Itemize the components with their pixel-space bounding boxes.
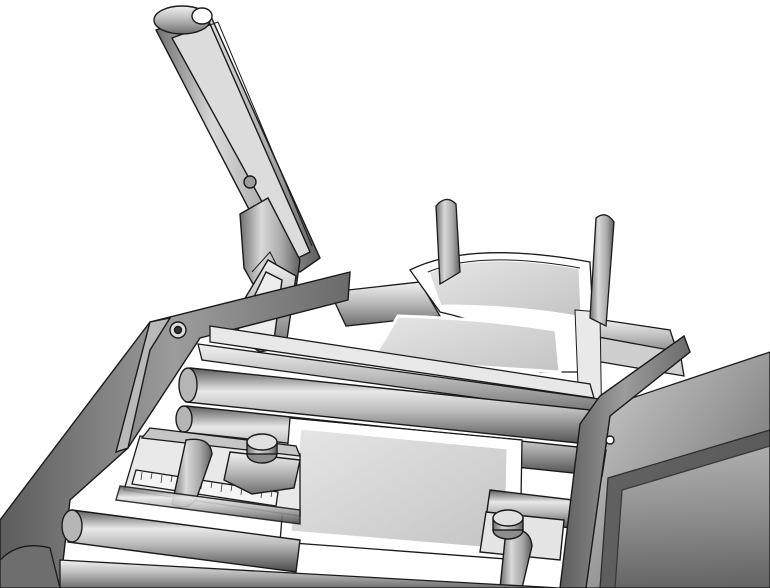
left-adjust-knob-icon — [246, 433, 278, 464]
right-side-frame — [559, 334, 691, 588]
dispensing-arm — [153, 5, 321, 353]
left-spindle-post — [435, 198, 461, 286]
arm-screw — [243, 175, 257, 189]
spindle-posts — [435, 198, 615, 328]
left-edge-guide — [171, 433, 301, 508]
base-front — [0, 545, 561, 588]
right-adjust-knob-icon — [492, 509, 524, 540]
ruler-scale — [131, 469, 279, 507]
right-frame-hole — [605, 435, 615, 445]
right-edge-guide — [479, 509, 565, 588]
label-web-lower — [279, 417, 523, 561]
label-lower — [288, 426, 510, 552]
right-spindle-post — [589, 214, 615, 328]
